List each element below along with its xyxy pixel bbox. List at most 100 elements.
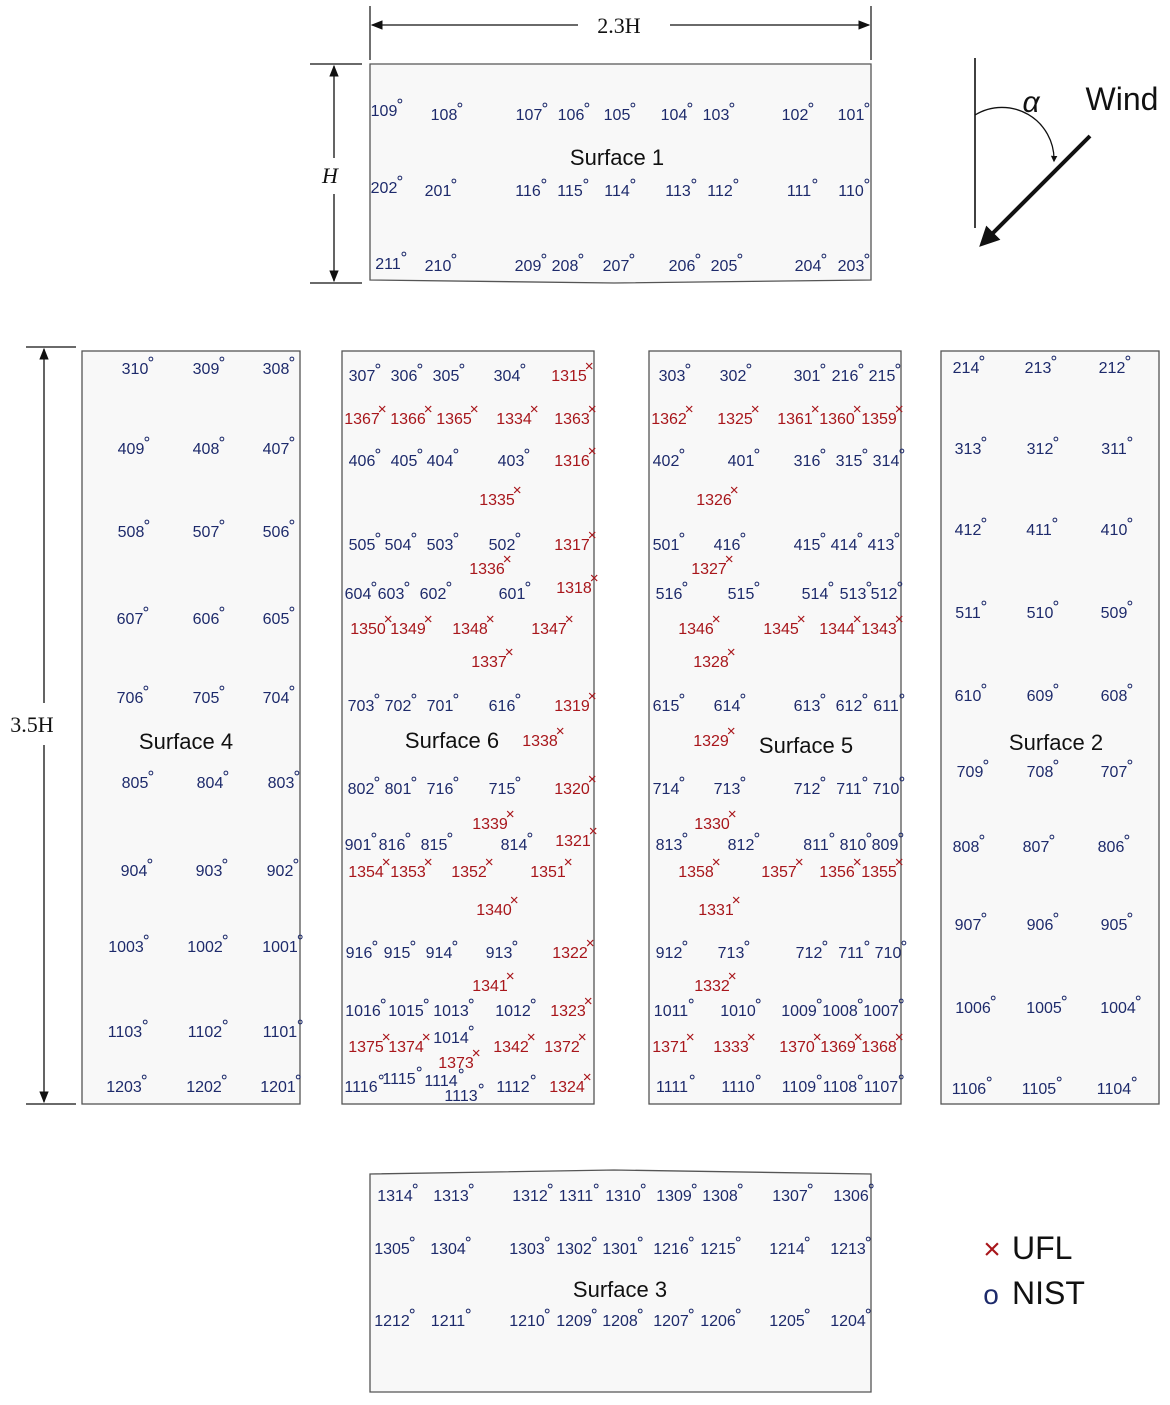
- tap-label-nist: 1211: [431, 1313, 466, 1330]
- nist-tap-marker: [1053, 436, 1059, 442]
- tap-label-ufl: 1326: [696, 492, 732, 509]
- nist-tap-marker: [1127, 600, 1133, 606]
- nist-tap-marker: [458, 1068, 464, 1074]
- nist-tap-marker: [740, 693, 746, 699]
- tap-label-nist: 705: [193, 690, 220, 707]
- nist-tap-marker: [412, 1183, 418, 1189]
- ufl-tap-marker: [565, 615, 573, 623]
- ufl-tap-marker: [472, 1049, 480, 1057]
- tap-label-nist: 1016: [345, 1003, 381, 1020]
- ufl-tap-marker: [854, 1033, 862, 1041]
- tap-label-ufl: 1320: [554, 781, 590, 798]
- tap-label-ufl: 1370: [779, 1039, 815, 1056]
- nist-tap-marker: [404, 581, 410, 587]
- tap-label-nist: 1001: [262, 939, 298, 956]
- tap-label-nist: 706: [117, 690, 144, 707]
- tap-label-nist: 1302: [556, 1241, 592, 1258]
- tap-label-nist: 504: [385, 537, 412, 554]
- ufl-tap-marker: [424, 405, 432, 413]
- ufl-tap-marker: [853, 858, 861, 866]
- tap-label-nist: 701: [427, 698, 454, 715]
- tap-label-nist: 416: [714, 537, 741, 554]
- nist-tap-marker: [527, 832, 533, 838]
- nist-tap-marker: [375, 448, 381, 454]
- wind-angle-arc: [974, 106, 1058, 163]
- tap-label-nist: 713: [714, 781, 741, 798]
- tap-label-nist: 1206: [700, 1313, 736, 1330]
- nist-tap-marker: [525, 581, 531, 587]
- tap-label-ufl: 1337: [471, 654, 507, 671]
- tap-label-ufl: 1348: [452, 621, 488, 638]
- nist-tap-marker: [864, 253, 870, 259]
- ufl-tap-marker: [510, 896, 518, 904]
- nist-tap-marker: [375, 363, 381, 369]
- nist-tap-marker: [221, 1074, 227, 1080]
- tap-label-nist: 114: [604, 183, 630, 200]
- ufl-tap-marker: [686, 1033, 694, 1041]
- nist-tap-marker: [899, 776, 905, 782]
- width-dimension-label: 2.3H: [597, 13, 641, 38]
- nist-tap-marker: [688, 1236, 694, 1242]
- nist-tap-marker: [1056, 1076, 1062, 1082]
- nist-tap-marker: [1127, 436, 1133, 442]
- tap-label-nist: 1009: [781, 1003, 817, 1020]
- ufl-tap-marker: [853, 615, 861, 623]
- nist-tap-marker: [411, 532, 417, 538]
- tap-label-nist: 1008: [822, 1003, 858, 1020]
- tap-label-nist: 1314: [377, 1188, 413, 1205]
- tap-label-nist: 1115: [382, 1071, 415, 1088]
- nist-tap-marker: [755, 1074, 761, 1080]
- ufl-tap-marker: [588, 447, 596, 455]
- nist-tap-marker: [397, 175, 403, 181]
- nist-tap-marker: [898, 832, 904, 838]
- tap-label-nist: 602: [420, 586, 447, 603]
- nist-tap-marker: [866, 832, 872, 838]
- tap-label-ufl: 1349: [390, 621, 426, 638]
- ufl-tap-marker: [588, 405, 596, 413]
- nist-tap-marker: [897, 581, 903, 587]
- ufl-tap-marker: [424, 858, 432, 866]
- nist-tap-marker: [1051, 355, 1057, 361]
- nist-tap-marker: [899, 693, 905, 699]
- tap-label-nist: 913: [486, 945, 513, 962]
- nist-tap-marker: [416, 1066, 422, 1072]
- nist-tap-marker: [688, 1308, 694, 1314]
- ufl-tap-marker: [895, 1033, 903, 1041]
- tap-label-ufl: 1330: [694, 816, 730, 833]
- tap-label-nist: 615: [653, 698, 680, 715]
- tap-label-ufl: 1365: [436, 411, 472, 428]
- tap-label-nist: 809: [872, 837, 899, 854]
- nist-tap-marker: [380, 998, 386, 1004]
- ufl-tap-marker: [485, 858, 493, 866]
- nist-tap-marker: [981, 600, 987, 606]
- nist-tap-marker: [679, 448, 685, 454]
- nist-tap-marker: [864, 940, 870, 946]
- nist-tap-marker: [898, 1074, 904, 1080]
- nist-tap-marker: [640, 1183, 646, 1189]
- ufl-tap-marker: [585, 362, 593, 370]
- nist-tap-marker: [682, 832, 688, 838]
- tap-label-nist: 306: [391, 368, 418, 385]
- nist-tap-marker: [219, 606, 225, 612]
- nist-tap-marker: [804, 1308, 810, 1314]
- tap-label-nist: 611: [873, 698, 899, 715]
- tap-label-nist: 711: [838, 945, 864, 962]
- tap-label-nist: 714: [653, 781, 680, 798]
- tap-label-nist: 505: [349, 537, 376, 554]
- nist-tap-marker: [740, 776, 746, 782]
- ufl-tap-marker: [730, 486, 738, 494]
- tap-label-nist: 1207: [653, 1313, 689, 1330]
- nist-tap-marker: [894, 532, 900, 538]
- nist-tap-marker: [295, 1074, 301, 1080]
- tap-label-ufl: 1361: [777, 411, 813, 428]
- tap-label-nist: 1105: [1022, 1081, 1057, 1098]
- nist-tap-marker: [544, 1236, 550, 1242]
- tap-label-nist: 711: [836, 781, 862, 798]
- nist-tap-marker: [293, 858, 299, 864]
- tap-label-nist: 1109: [782, 1079, 817, 1096]
- tap-label-nist: 213: [1025, 360, 1052, 377]
- nist-tap-marker: [457, 102, 463, 108]
- tap-label-nist: 712: [794, 781, 821, 798]
- nist-tap-marker: [544, 1308, 550, 1314]
- nist-tap-marker: [453, 776, 459, 782]
